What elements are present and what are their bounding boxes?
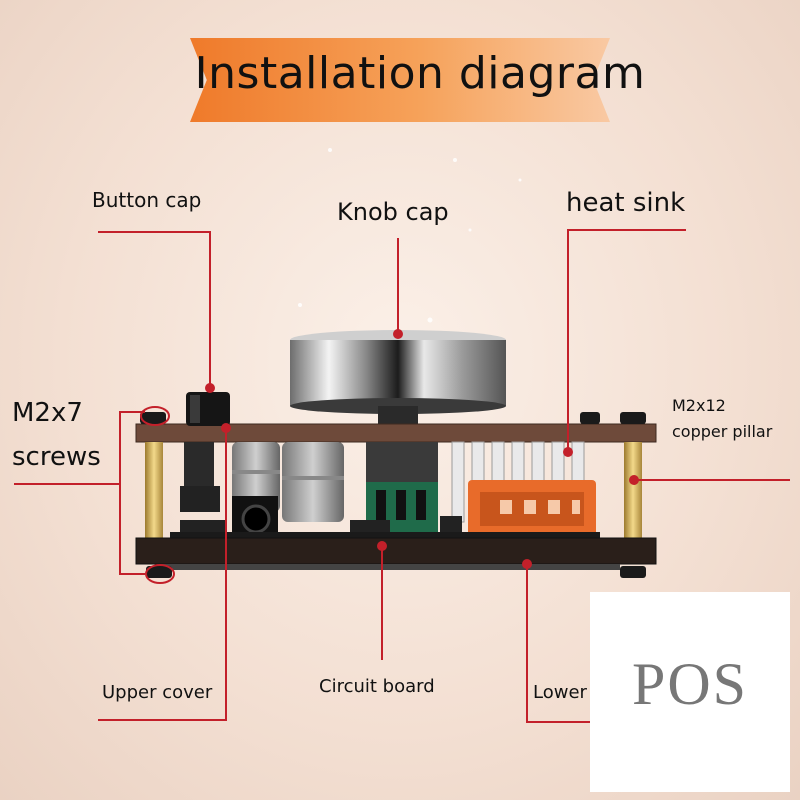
label-m2x12: M2x12	[672, 396, 726, 415]
lower-cover-fins	[160, 564, 620, 570]
label-screws: screws	[12, 442, 101, 472]
label-m2x7: M2x7	[12, 398, 83, 428]
label-upper-cover: Upper cover	[102, 682, 212, 703]
label-knob-cap: Knob cap	[337, 198, 449, 226]
watermark-text: POS	[590, 650, 790, 719]
label-circuit-board: Circuit board	[319, 676, 435, 697]
right-copper-pillar	[624, 442, 642, 538]
sparkles	[298, 148, 522, 323]
left-copper-pillar	[145, 442, 163, 538]
label-heat-sink: heat sink	[566, 188, 685, 218]
label-copper-pillar: copper pillar	[672, 422, 772, 441]
label-lower-cover: Lower	[533, 682, 587, 703]
button-cap	[180, 392, 230, 512]
usb-connector	[468, 480, 596, 538]
lower-cover	[136, 538, 656, 564]
upper-cover	[136, 424, 656, 442]
label-button-cap: Button cap	[92, 188, 201, 212]
knob-cap	[290, 330, 506, 426]
